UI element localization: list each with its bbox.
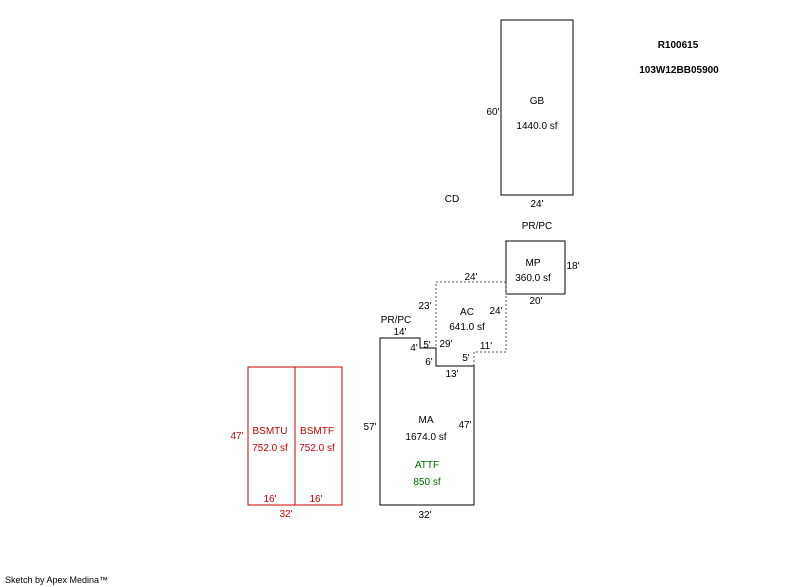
ac-dim-left-5: 5' <box>423 340 431 351</box>
gb-dim-side: 60' <box>486 107 499 118</box>
ma-dim-right: 47' <box>458 420 471 431</box>
gb-outline <box>500 19 574 196</box>
ma-dim-top: 14' <box>393 327 406 338</box>
gb-dim-bottom: 24' <box>530 199 543 210</box>
sketch-credit: Sketch by Apex Medina™ <box>5 575 108 585</box>
bsmtu-code: BSMTU <box>253 426 288 437</box>
bsmtf-dim-bottom: 16' <box>309 494 322 505</box>
ma-note: PR/PC <box>381 315 412 326</box>
mp-note: PR/PC <box>522 221 553 232</box>
mp-code: MP <box>526 258 541 269</box>
gb-code: GB <box>530 96 545 107</box>
ma-outline <box>379 337 475 506</box>
attf-area: 850 sf <box>413 477 440 488</box>
ma-code: MA <box>419 415 434 426</box>
ac-dim-step-right: 11' <box>480 341 492 352</box>
mp-area: 360.0 sf <box>515 273 551 284</box>
mp-outline <box>505 240 566 295</box>
ac-dim-13: 13' <box>445 369 458 380</box>
bsmtu-area: 752.0 sf <box>252 443 288 454</box>
bsmtf-area: 752.0 sf <box>299 443 335 454</box>
mp-dim-side: 18' <box>566 261 579 272</box>
ac-dim-top: 24' <box>464 272 477 283</box>
ac-dim-inner-29: 29' <box>439 339 452 350</box>
bsmtu-dim-left: 47' <box>230 431 243 442</box>
ac-code: AC <box>460 307 474 318</box>
ac-dim-bottom-5: 5' <box>462 353 470 364</box>
gb-area: 1440.0 sf <box>516 121 557 132</box>
mp-dim-bottom: 20' <box>529 296 542 307</box>
ac-dim-right: 24' <box>489 306 502 317</box>
bsmtu-dim-bottom: 16' <box>263 494 276 505</box>
parcel-id: 103W12BB05900 <box>639 65 719 76</box>
ac-area: 641.0 sf <box>449 322 485 333</box>
ac-dim-4: 4' <box>410 343 418 354</box>
bsmt-dim-total: 32' <box>279 509 292 520</box>
bsmtf-code: BSMTF <box>300 426 334 437</box>
ac-dim-left: 23' <box>418 301 431 312</box>
ma-dim-bottom: 32' <box>418 510 431 521</box>
record-id: R100615 <box>658 40 699 51</box>
ma-dim-left: 57' <box>363 422 376 433</box>
cd-code: CD <box>445 194 459 205</box>
ma-area: 1674.0 sf <box>405 432 446 443</box>
ac-dim-6: 6' <box>425 357 433 368</box>
attf-code: ATTF <box>415 460 439 471</box>
